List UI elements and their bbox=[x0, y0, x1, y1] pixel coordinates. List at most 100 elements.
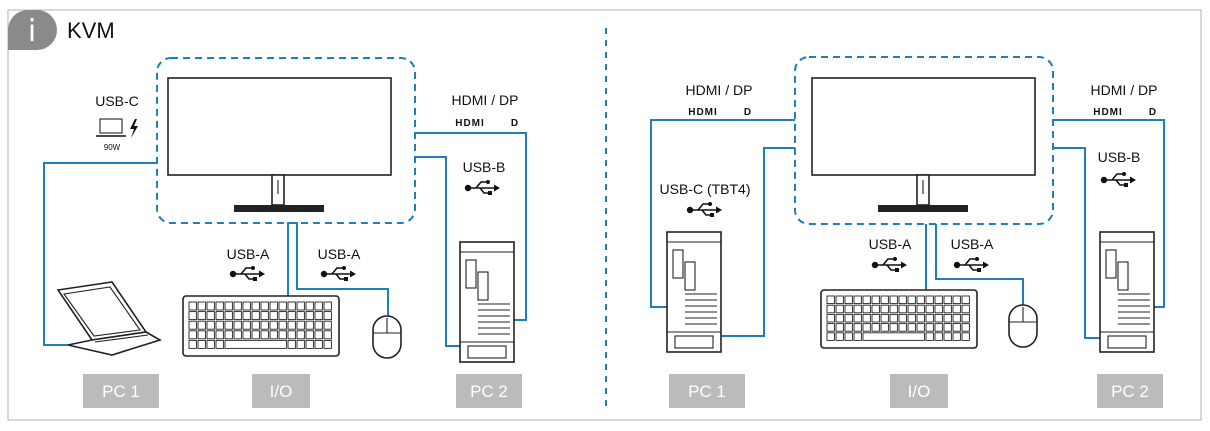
keyboard-key bbox=[278, 320, 287, 330]
keyboard-key bbox=[880, 313, 889, 323]
keyboard-key bbox=[943, 313, 952, 323]
keyboard-key bbox=[215, 301, 224, 311]
keyboard-key bbox=[251, 330, 260, 340]
pc1-label: PC 1 bbox=[102, 382, 140, 401]
dp-logo: D bbox=[511, 118, 519, 129]
cable-usbb-pc2 bbox=[1053, 147, 1100, 339]
keyboard-key bbox=[934, 332, 943, 341]
pc2-label: PC 2 bbox=[1111, 382, 1149, 401]
keyboard-key bbox=[314, 339, 323, 349]
left-panel: USB-C 90W HDMI / DP HDMI D USB-B USB-A U… bbox=[43, 57, 527, 408]
keyboard-key bbox=[287, 320, 296, 330]
keyboard-key bbox=[215, 320, 224, 330]
keyboard-key bbox=[188, 311, 197, 321]
lightning-icon bbox=[130, 119, 138, 138]
outer-frame bbox=[7, 9, 1202, 421]
keyboard-key bbox=[260, 301, 269, 311]
keyboard-key bbox=[197, 301, 206, 311]
keyboard-key bbox=[835, 332, 844, 341]
right-panel: HDMI / DP HDMI D USB-C (TBT4) HDMI / DP … bbox=[650, 56, 1165, 408]
keyboard-key bbox=[215, 330, 224, 340]
mouse bbox=[372, 315, 402, 359]
keyboard-key bbox=[853, 323, 862, 332]
usbc-tbt4-label: USB-C (TBT4) bbox=[660, 181, 751, 197]
keyboard-key bbox=[296, 339, 305, 349]
keyboard-key bbox=[287, 311, 296, 321]
monitor-zone bbox=[794, 56, 1054, 225]
keyboard-key bbox=[233, 330, 242, 340]
keyboard-key bbox=[305, 339, 314, 349]
pc2-tower bbox=[1099, 231, 1155, 353]
keyboard-key bbox=[934, 304, 943, 314]
keyboard-key bbox=[826, 332, 835, 341]
keyboard-key bbox=[898, 313, 907, 323]
keyboard-key bbox=[961, 332, 970, 341]
usba-keyboard-label: USB-A bbox=[869, 236, 912, 252]
cable-usba-mouse bbox=[296, 222, 389, 316]
keyboard-key bbox=[844, 304, 853, 314]
keyboard-key bbox=[296, 330, 305, 340]
keyboard-key bbox=[242, 320, 251, 330]
keyboard-key bbox=[943, 332, 952, 341]
keyboard-key bbox=[314, 330, 323, 340]
keyboard-key bbox=[215, 311, 224, 321]
keyboard-key bbox=[278, 311, 287, 321]
keyboard-key bbox=[943, 323, 952, 332]
keyboard-key bbox=[314, 301, 323, 311]
keyboard-key bbox=[835, 313, 844, 323]
keyboard-key bbox=[871, 323, 880, 332]
monitor bbox=[167, 77, 392, 212]
io-badge bbox=[252, 374, 310, 408]
laptop bbox=[56, 281, 162, 356]
keyboard-key bbox=[251, 301, 260, 311]
keyboard-key bbox=[934, 313, 943, 323]
keyboard-key bbox=[197, 330, 206, 340]
keyboard-key bbox=[952, 304, 961, 314]
keyboard-key bbox=[862, 295, 871, 305]
keyboard-key bbox=[278, 330, 287, 340]
hdmi-logo: HDMI bbox=[1093, 107, 1123, 118]
keyboard-key bbox=[323, 320, 332, 330]
keyboard-key bbox=[251, 320, 260, 330]
usbb-label: USB-B bbox=[1098, 149, 1141, 165]
keyboard-key bbox=[952, 332, 961, 341]
pc2-badge bbox=[456, 374, 522, 408]
keyboard-key bbox=[197, 320, 206, 330]
keyboard-key bbox=[952, 323, 961, 332]
keyboard-key bbox=[862, 304, 871, 314]
keyboard-key bbox=[305, 311, 314, 321]
usba-keyboard-label: USB-A bbox=[227, 246, 270, 262]
usba-mouse-label: USB-A bbox=[318, 246, 361, 262]
keyboard-key bbox=[305, 301, 314, 311]
keyboard-key bbox=[260, 311, 269, 321]
keyboard-key bbox=[287, 330, 296, 340]
keyboard-key bbox=[260, 320, 269, 330]
usba-mouse-label: USB-A bbox=[951, 236, 994, 252]
keyboard-key bbox=[323, 339, 332, 349]
page-title: KVM bbox=[67, 18, 115, 43]
keyboard-key bbox=[925, 323, 934, 332]
hdmi-logo: HDMI bbox=[455, 118, 485, 129]
cable-usbc-pc1 bbox=[43, 162, 157, 346]
keyboard-key bbox=[898, 295, 907, 305]
keyboard-key bbox=[188, 339, 197, 349]
keyboard-key bbox=[907, 304, 916, 314]
keyboard-key bbox=[925, 332, 934, 341]
keyboard-key bbox=[215, 339, 224, 349]
keyboard-key bbox=[961, 313, 970, 323]
keyboard-key bbox=[889, 323, 898, 332]
cable-hdmi-pc2 bbox=[415, 132, 527, 321]
info-badge: i bbox=[8, 10, 57, 50]
keyboard-key bbox=[880, 295, 889, 305]
keyboard-key bbox=[296, 311, 305, 321]
keyboard-key bbox=[862, 313, 871, 323]
keyboard-key bbox=[880, 323, 889, 332]
keyboard-key bbox=[916, 313, 925, 323]
info-icon-glyph: i bbox=[28, 14, 36, 49]
keyboard-key bbox=[925, 313, 934, 323]
keyboard-key bbox=[889, 295, 898, 305]
cable-hdmi-pc1 bbox=[650, 119, 795, 308]
pc1-label: PC 1 bbox=[688, 382, 726, 401]
keyboard-key bbox=[844, 313, 853, 323]
